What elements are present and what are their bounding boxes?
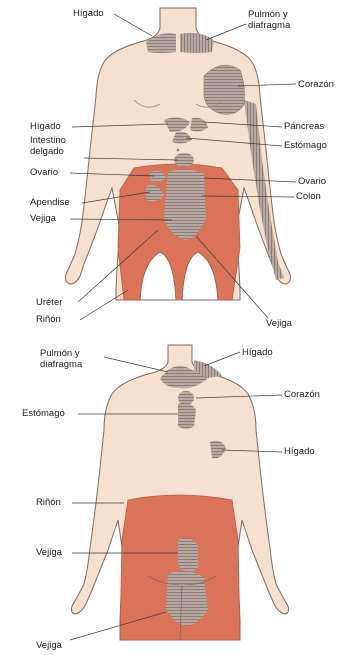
label-vejiga-bottom: Vejiga — [266, 318, 292, 329]
label-ureter: Uréter — [36, 297, 62, 308]
front-colon-zone — [164, 169, 206, 240]
label-estomago: Estómago — [284, 140, 327, 151]
front-neck-zone — [146, 33, 176, 53]
label-higado-mid: Hígado — [30, 121, 61, 132]
label-back-vejiga-mid: Vejiga — [36, 547, 62, 558]
label-back-higado-top: Hígado — [242, 347, 273, 358]
label-pulmon-diafragma: Pulmón y diafragma — [248, 9, 290, 31]
front-navel — [177, 149, 180, 152]
back-heart-zone — [178, 391, 194, 405]
label-vejiga-left: Vejiga — [30, 213, 56, 224]
label-back-vejiga-bottom: Vejiga — [36, 640, 62, 651]
label-back-corazon: Corazón — [284, 389, 320, 400]
front-neck-zone — [180, 33, 214, 53]
label-ovario-left: Ovario — [30, 167, 58, 178]
label-rinon: Riñón — [36, 314, 61, 325]
label-pancreas: Páncreas — [284, 121, 324, 132]
label-apendise: Apendise — [30, 197, 70, 208]
label-higado-top: Hígado — [73, 8, 104, 19]
front-figure — [66, 8, 291, 300]
back-figure — [72, 345, 289, 640]
label-colon: Colon — [296, 191, 321, 202]
label-back-rinon: Riñón — [36, 497, 61, 508]
back-bladder-zone — [178, 538, 198, 572]
back-stomach-zone — [178, 403, 196, 429]
label-back-higado-right: Hígado — [284, 446, 315, 457]
label-back-estomago: Estómago — [22, 408, 65, 419]
label-ovario-right: Ovario — [298, 176, 326, 187]
label-intestino-delgado: Intestino delgado — [30, 135, 66, 157]
label-corazon: Corazón — [298, 79, 334, 90]
label-back-pulmon-diafragma: Pulmón y diafragma — [40, 348, 82, 370]
